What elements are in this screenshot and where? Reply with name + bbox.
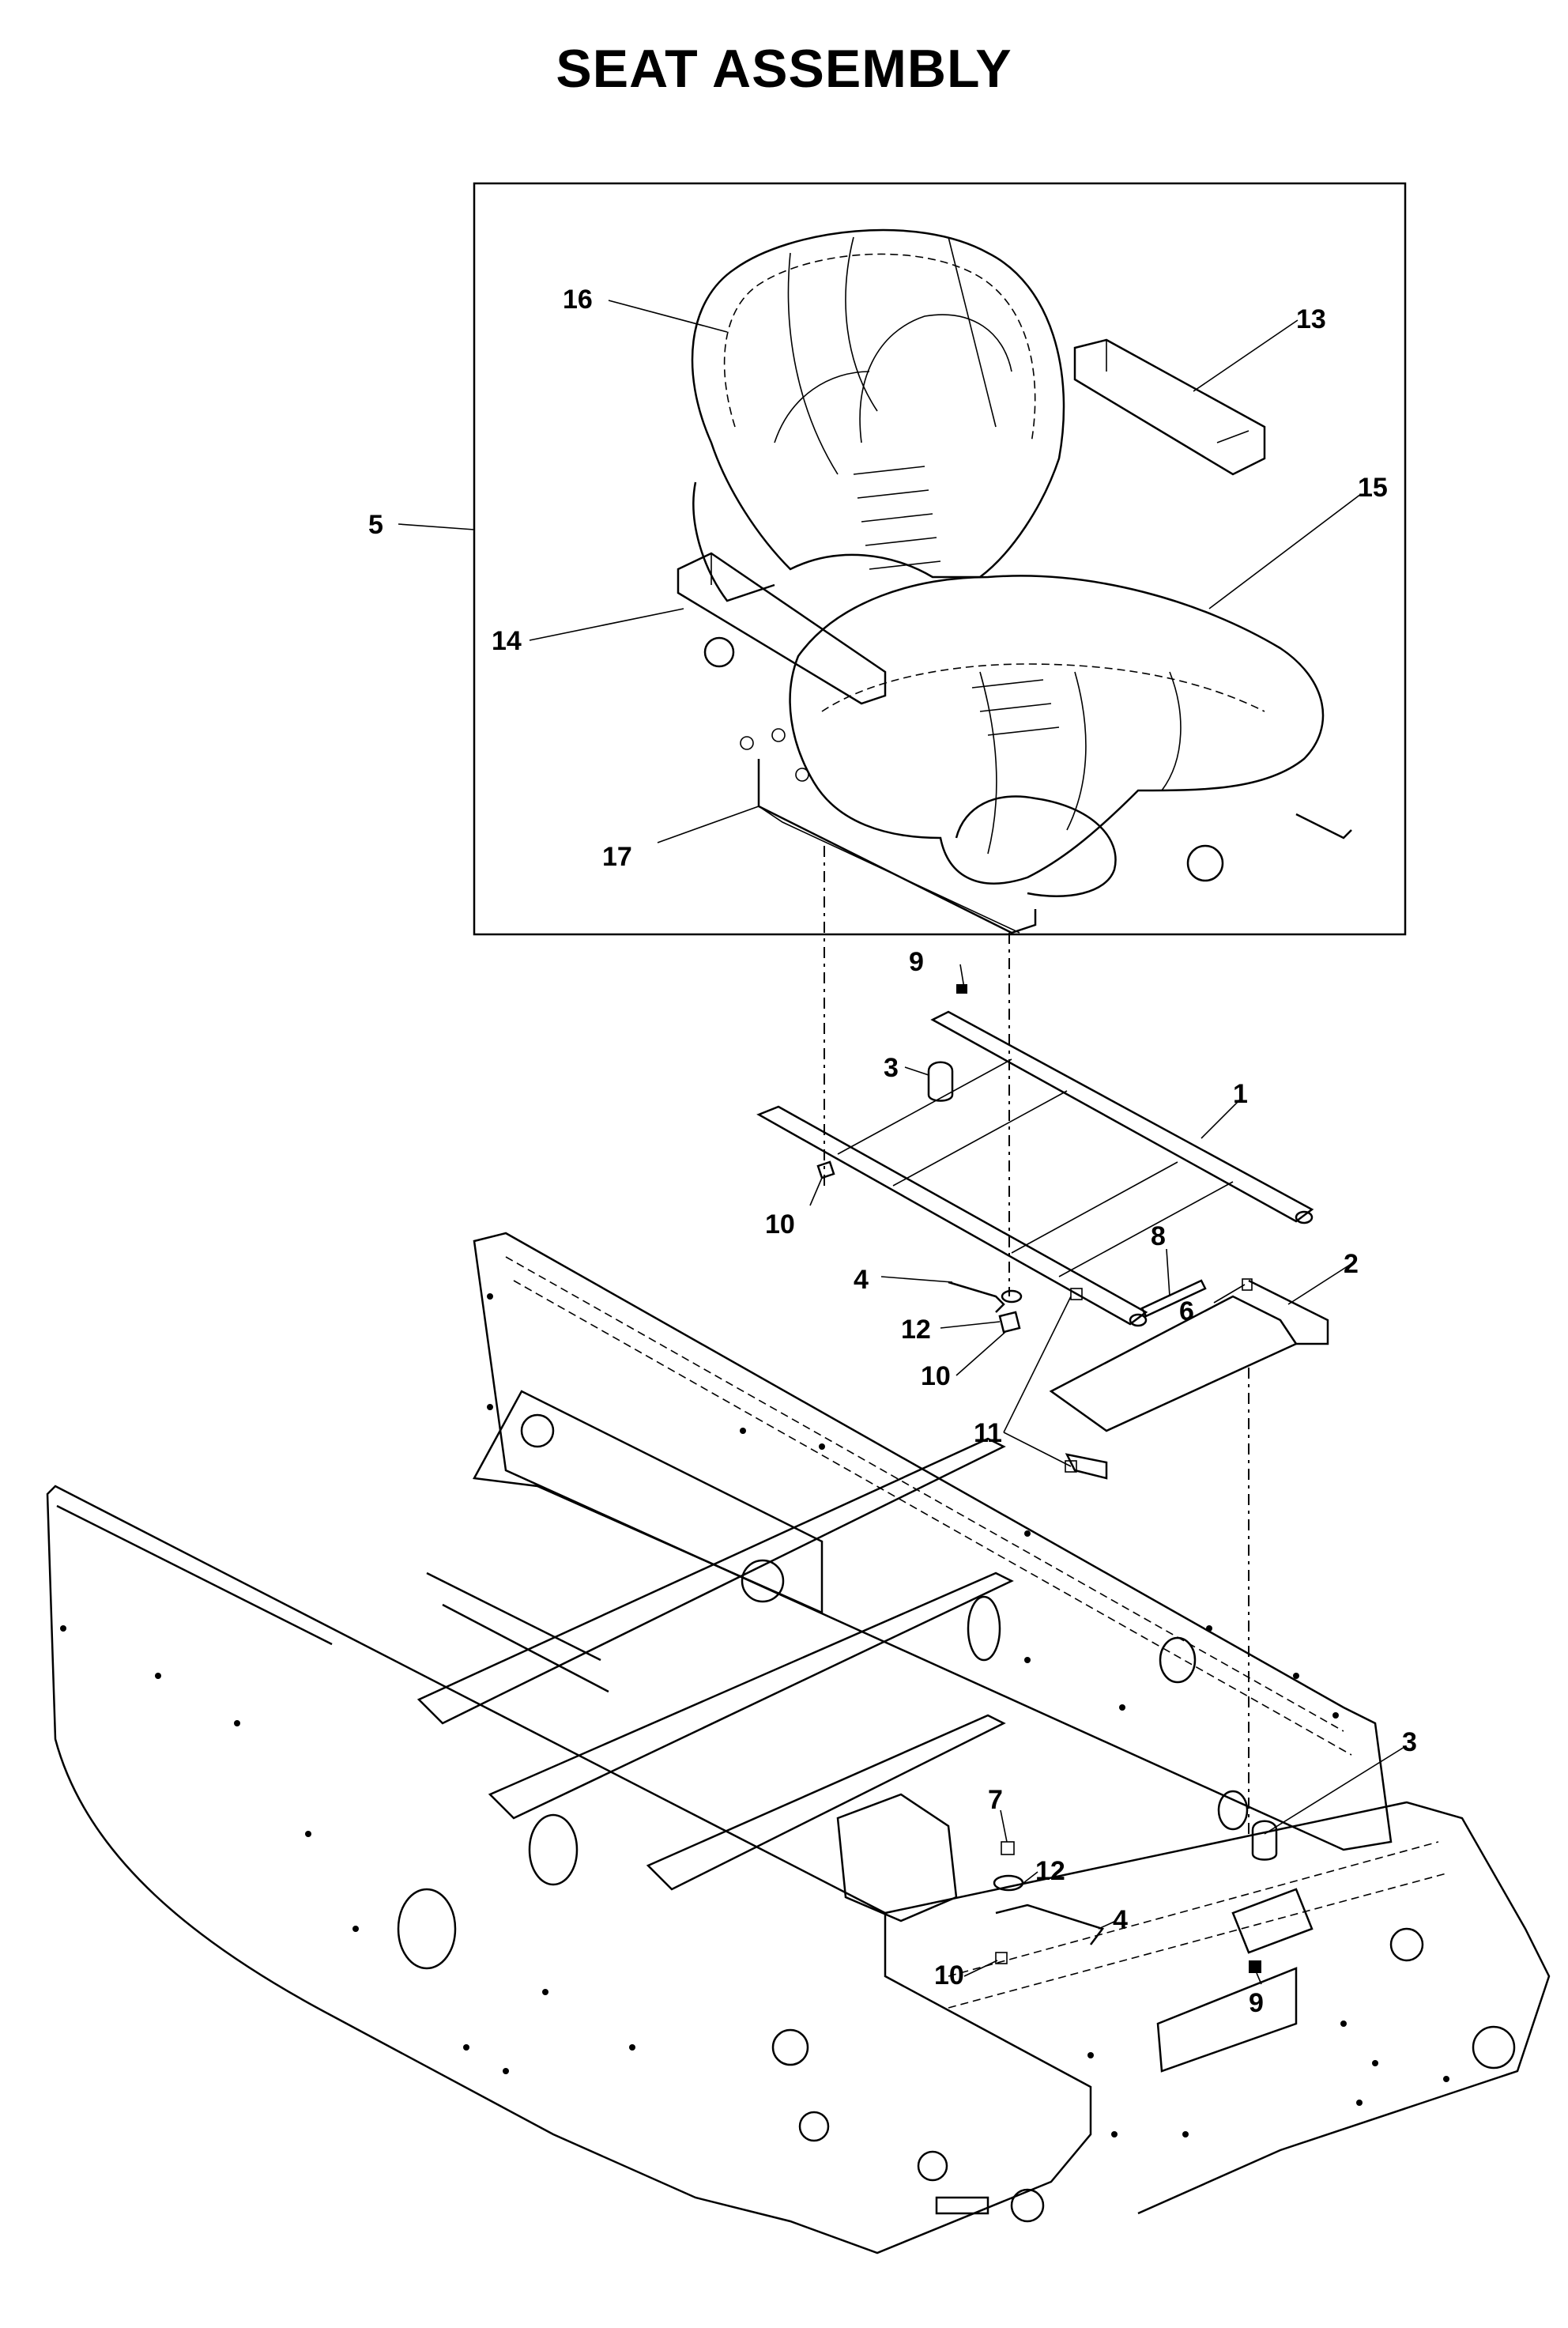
callout-4-bottom: 4	[1113, 1905, 1128, 1935]
callout-6: 6	[1179, 1296, 1194, 1326]
bolt-holes	[60, 1293, 1449, 2137]
callout-10-top: 10	[765, 1209, 795, 1239]
pin	[1140, 1279, 1207, 1318]
latch-rod	[948, 1281, 1005, 1313]
callout-9-bottom: 9	[1249, 1988, 1264, 2018]
callout-15: 15	[1358, 473, 1388, 503]
callout-8: 8	[1151, 1221, 1166, 1251]
callout-11: 11	[974, 1418, 1002, 1448]
seat-detail-frame	[473, 182, 1407, 936]
callout-16: 16	[563, 285, 593, 315]
callout-5: 5	[368, 510, 383, 540]
mounting-plate	[756, 1010, 1314, 1327]
callout-12-bottom: 12	[1035, 1856, 1065, 1886]
hardware	[816, 984, 1278, 1973]
callout-4-top: 4	[854, 1265, 869, 1295]
callout-13: 13	[1296, 304, 1326, 334]
callout-7: 7	[988, 1785, 1003, 1815]
diagram-title: SEAT ASSEMBLY	[556, 39, 1012, 99]
callout-3-bottom: 3	[1402, 1727, 1417, 1757]
leader-lines	[398, 300, 1405, 1985]
callout-labels: 16 13 5 15 14 17 9 3 1 10 8 4 2 6 12 10 …	[368, 285, 1417, 2018]
chassis-frame	[46, 1232, 1551, 2254]
callout-14: 14	[492, 626, 522, 656]
callout-1: 1	[1233, 1079, 1248, 1109]
seat-illustration	[677, 228, 1352, 934]
callout-9-top: 9	[909, 947, 924, 977]
callout-12-top: 12	[901, 1315, 931, 1345]
callout-17: 17	[602, 842, 632, 872]
callout-3-top: 3	[884, 1053, 899, 1083]
callout-10-bottom: 10	[934, 1960, 964, 1990]
callout-10-mid: 10	[921, 1361, 951, 1391]
callout-2: 2	[1344, 1249, 1359, 1279]
latch-bracket	[1049, 1279, 1329, 1480]
